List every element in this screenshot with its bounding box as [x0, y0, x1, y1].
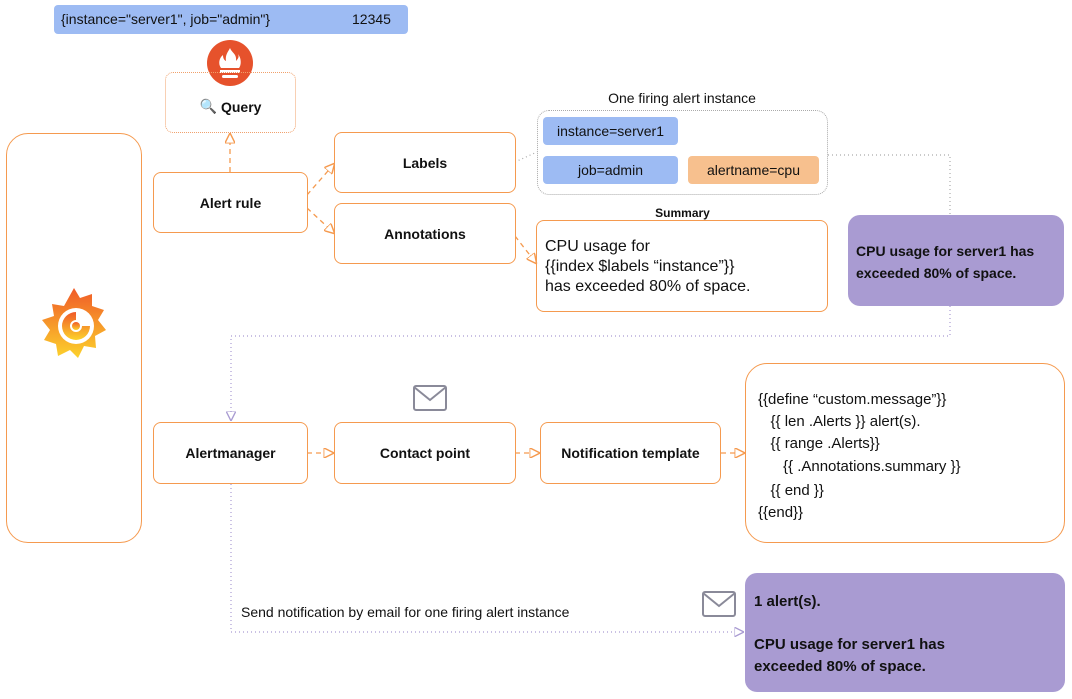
query-box[interactable]: 🔍 Query — [165, 72, 296, 133]
rendered-summary-box: CPU usage for server1 has exceeded 80% o… — [848, 215, 1064, 306]
label-chip-job: job=admin — [543, 156, 678, 184]
labels-label: Labels — [402, 154, 448, 171]
series-labels: {instance="server1", job="admin"} — [61, 11, 271, 27]
email-line: exceeded 80% of space. — [754, 658, 926, 675]
label-chip-alertname: alertname=cpu — [688, 156, 819, 184]
summary-box: CPU usage for {{index $labels “instance”… — [536, 220, 828, 312]
envelope-icon — [702, 591, 736, 617]
magnifier-icon: 🔍 — [199, 98, 217, 114]
alert-rule-label: Alert rule — [199, 194, 262, 211]
annotations-label: Annotations — [384, 225, 466, 242]
template-code-line: {{ end }} — [758, 482, 824, 499]
alert-rule-box[interactable]: Alert rule — [153, 172, 308, 233]
template-code-box: {{define “custom.message”}} {{ len .Aler… — [745, 363, 1065, 543]
query-label: Query — [220, 98, 262, 115]
summary-line: {{index $labels “instance”}} — [545, 258, 735, 275]
grafana-panel — [6, 133, 142, 543]
notification-template-box[interactable]: Notification template — [540, 422, 721, 484]
rendered-summary-line: CPU usage for server1 has — [856, 243, 1035, 259]
envelope-icon — [413, 385, 447, 411]
contact-point-label: Contact point — [379, 445, 471, 461]
template-code-line: {{ range .Alerts}} — [758, 434, 880, 452]
label-chip-instance: instance=server1 — [543, 117, 678, 145]
notification-template-label: Notification template — [561, 445, 700, 461]
alert-instance-title: One firing alert instance — [608, 90, 756, 106]
email-count-line: 1 alert(s). — [754, 593, 821, 610]
alert-instance-box — [537, 110, 828, 195]
rendered-summary-line: exceeded 80% of space. — [856, 265, 1017, 281]
email-message-box: 1 alert(s). CPU usage for server1 has ex… — [745, 573, 1065, 692]
email-caption: Send notification by email for one firin… — [241, 604, 570, 620]
alertmanager-label: Alertmanager — [185, 445, 276, 461]
labels-box[interactable]: Labels — [334, 132, 516, 193]
annotations-box[interactable]: Annotations — [334, 203, 516, 264]
summary-title: Summary — [655, 206, 710, 220]
summary-line: CPU usage for — [545, 238, 650, 255]
template-code-line: {{ len .Alerts }} alert(s). — [758, 412, 921, 430]
grafana-logo-icon — [42, 288, 106, 358]
template-code-line: {{ .Annotations.summary }} — [758, 458, 961, 476]
email-line: CPU usage for server1 has — [754, 636, 945, 653]
series-label-bar: {instance="server1", job="admin"} 12345 — [54, 5, 408, 34]
alertmanager-box[interactable]: Alertmanager — [153, 422, 308, 484]
contact-point-box[interactable]: Contact point — [334, 422, 516, 484]
template-code-line: {{end}} — [758, 503, 804, 521]
template-code-line: {{define “custom.message”}} — [758, 391, 947, 408]
prometheus-logo-icon — [206, 39, 254, 87]
series-value: 12345 — [352, 11, 391, 27]
summary-line: has exceeded 80% of space. — [545, 278, 751, 295]
